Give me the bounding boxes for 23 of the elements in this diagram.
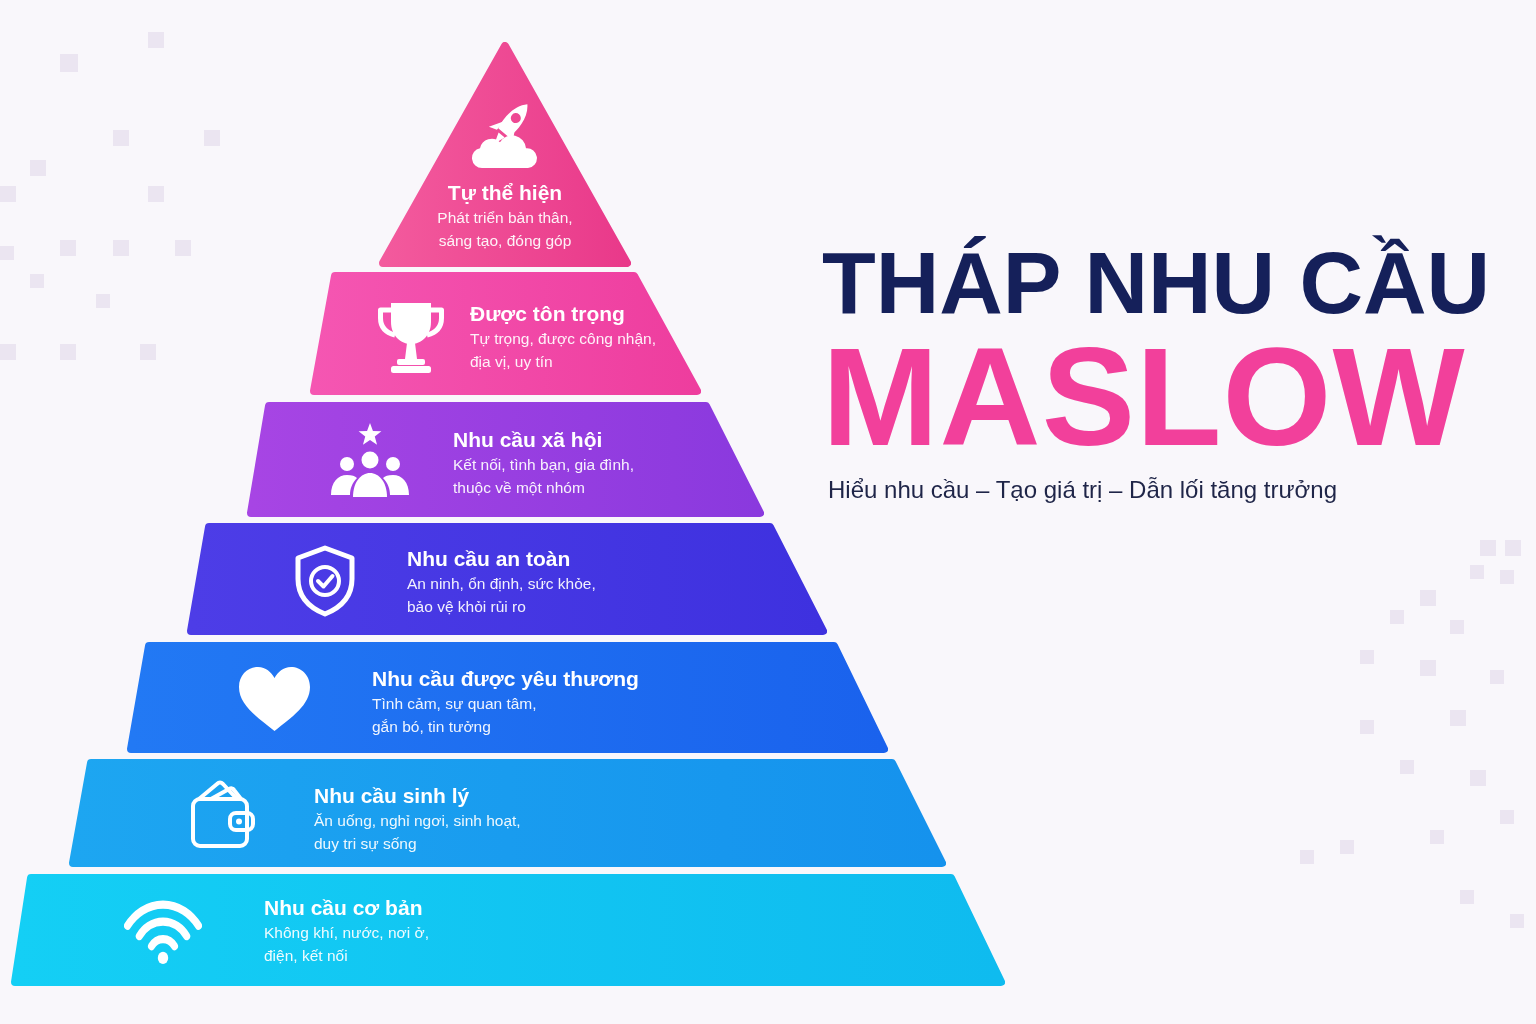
pyramid-level (127, 642, 888, 753)
pyramid-level (310, 272, 701, 395)
pyramid-level (69, 759, 946, 867)
level-description: Ăn uống, nghỉ ngơi, sinh hoạt, duy tri sự sống (314, 811, 522, 854)
pyramid-level (11, 874, 1005, 986)
pyramid-level (379, 42, 631, 267)
level-heading: Tự thể hiện (447, 180, 563, 206)
level-heading: Nhu cầu an toàn (407, 546, 571, 572)
subtitle: Hiểu nhu cầu – Tạo giá trị – Dẫn lối tăng trưởng (828, 475, 1337, 505)
level-description: An ninh, ổn định, sức khỏe, bảo vệ khỏi rủi ro (407, 574, 597, 617)
level-heading: Nhu cầu cơ bản (264, 895, 423, 921)
level-heading: Nhu cầu xã hội (453, 427, 603, 453)
level-description: Tự trọng, được công nhận, địa vị, uy tín (470, 329, 657, 372)
level-heading: Được tôn trọng (470, 301, 625, 327)
level-heading: Nhu cầu sinh lý (314, 783, 470, 809)
pyramid-level (187, 523, 827, 635)
level-description: Kết nối, tình bạn, gia đình, thuộc về một nhóm (453, 455, 635, 498)
level-description: Không khí, nước, nơi ở, điện, kết nối (264, 923, 430, 966)
pyramid-level (247, 402, 764, 517)
level-description: Phát triển bản thân, sáng tạo, đóng góp (436, 208, 574, 251)
level-heading: Nhu cầu được yêu thương (372, 666, 639, 692)
title: THÁP NHU CẦU MASLOW (822, 232, 1491, 467)
level-description: Tình cảm, sự quan tâm, gắn bó, tin tưởng (372, 694, 538, 737)
